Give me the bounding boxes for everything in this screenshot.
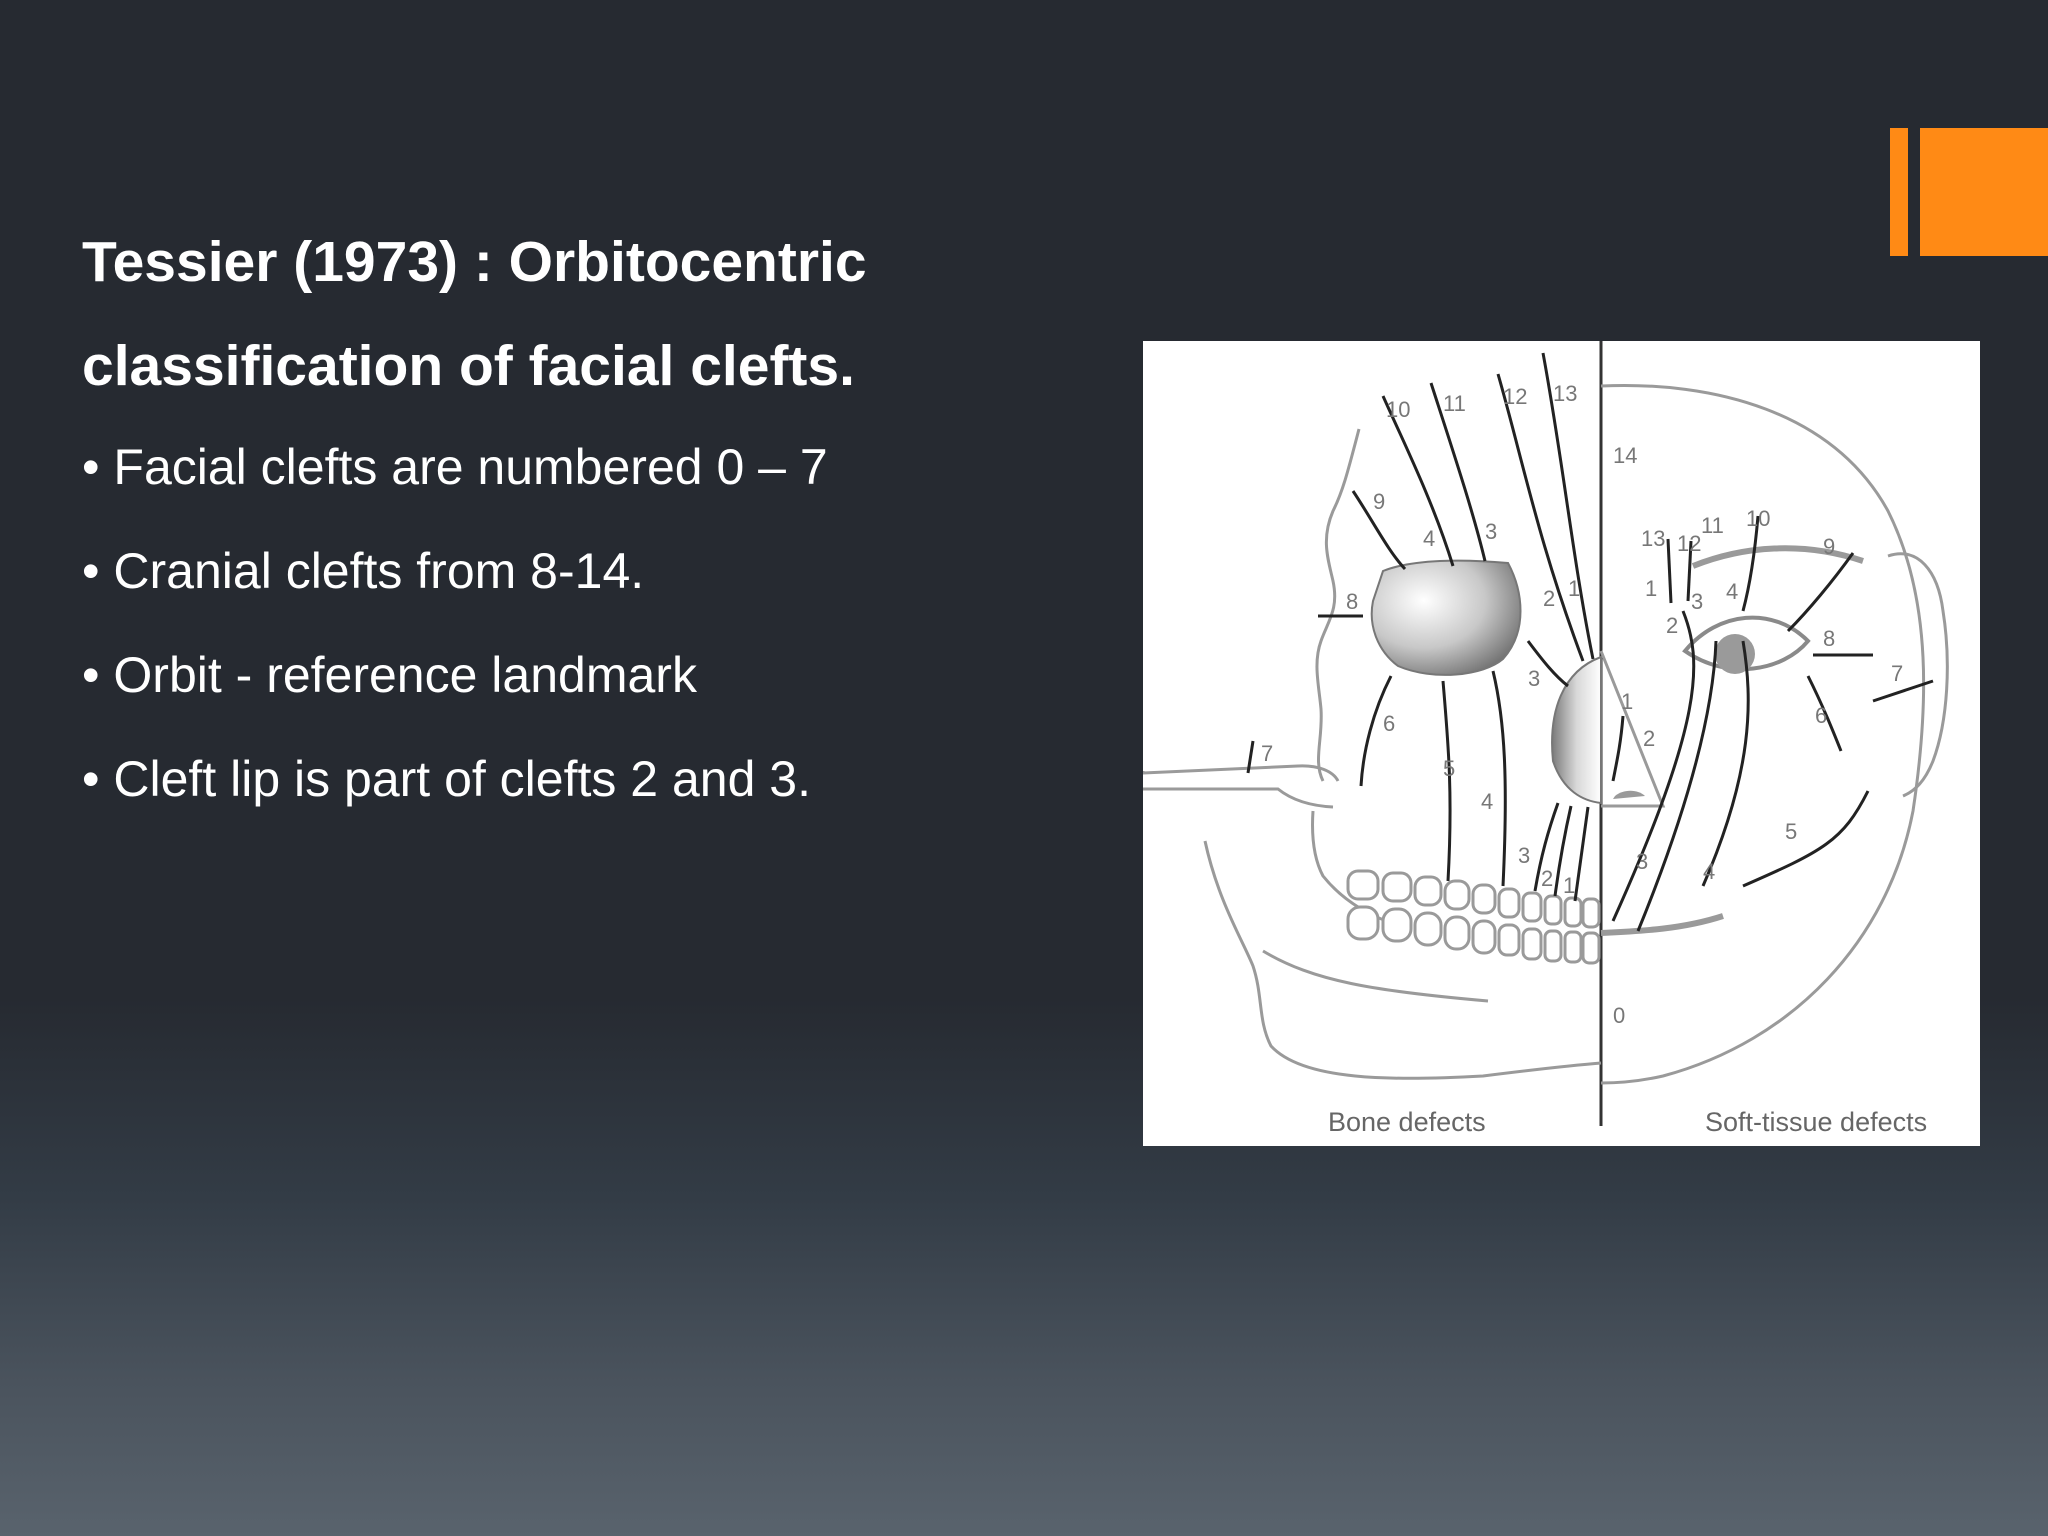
bone-cleft-lines xyxy=(1246,352,1595,902)
bone-label: 2 xyxy=(1543,586,1555,611)
soft-cleft-lines xyxy=(1611,515,1934,932)
soft-label: 4 xyxy=(1703,859,1715,884)
soft-label: 14 xyxy=(1613,443,1637,468)
bone-label: 3 xyxy=(1485,519,1497,544)
slide-title: Tessier (1973) : Orbitocentric classific… xyxy=(82,230,867,398)
soft-label: 1 xyxy=(1645,576,1657,601)
soft-label: 13 xyxy=(1641,526,1665,551)
bone-label: 6 xyxy=(1383,711,1395,736)
caption-bone-defects: Bone defects xyxy=(1328,1107,1486,1137)
bone-label: 9 xyxy=(1373,489,1385,514)
bone-label: 8 xyxy=(1346,589,1358,614)
bone-label: 2 xyxy=(1541,866,1553,891)
bullet-item: Cranial clefts from 8-14. xyxy=(82,519,828,623)
bone-label: 1 xyxy=(1563,873,1575,898)
soft-tissue-defect-labels: 14 13 12 11 10 9 1 3 4 2 8 7 1 6 2 5 3 4… xyxy=(1613,443,1903,1028)
soft-label: 3 xyxy=(1691,589,1703,614)
caption-soft-tissue-defects: Soft-tissue defects xyxy=(1705,1107,1927,1137)
bone-label: 5 xyxy=(1443,756,1455,781)
bone-label: 12 xyxy=(1503,384,1527,409)
face-outline xyxy=(1600,384,1949,1085)
soft-label: 4 xyxy=(1726,579,1738,604)
soft-label: 10 xyxy=(1746,506,1770,531)
tessier-diagram-svg: 10 11 12 13 9 4 3 8 2 1 3 6 5 7 4 3 2 1 … xyxy=(1143,341,1949,1137)
bone-label: 1 xyxy=(1568,576,1580,601)
soft-label: 2 xyxy=(1666,613,1678,638)
soft-label: 5 xyxy=(1785,819,1797,844)
soft-label: 3 xyxy=(1636,849,1648,874)
teeth xyxy=(1346,869,1601,965)
soft-label: 9 xyxy=(1823,534,1835,559)
bone-label: 13 xyxy=(1553,381,1577,406)
accent-bar-thin xyxy=(1890,128,1908,256)
bone-label: 10 xyxy=(1386,397,1410,422)
bone-label: 11 xyxy=(1443,391,1466,416)
nose-outline xyxy=(1599,650,1666,808)
bullet-item: Facial clefts are numbered 0 – 7 xyxy=(82,415,827,519)
mouth xyxy=(1600,913,1724,936)
bone-label: 7 xyxy=(1261,741,1273,766)
accent-bar-block xyxy=(1920,128,2048,256)
soft-label: 1 xyxy=(1621,689,1633,714)
bone-defect-labels: 10 11 12 13 9 4 3 8 2 1 3 6 5 7 4 3 2 1 xyxy=(1261,381,1580,898)
soft-label: 2 xyxy=(1643,726,1655,751)
soft-label: 0 xyxy=(1613,1003,1625,1028)
skull-outline xyxy=(1143,428,1602,1080)
bone-label: 4 xyxy=(1423,526,1435,551)
nostril xyxy=(1613,790,1645,799)
bullet-item: Orbit - reference landmark xyxy=(82,623,828,727)
bone-label: 4 xyxy=(1481,789,1493,814)
bullet-list: Facial clefts are numbered 0 – 7 Cranial… xyxy=(82,415,828,831)
bullet-item: Cleft lip is part of clefts 2 and 3. xyxy=(82,727,828,831)
bone-label: 3 xyxy=(1518,843,1530,868)
nasal-aperture xyxy=(1551,655,1602,805)
soft-label: 7 xyxy=(1891,661,1903,686)
bone-label: 3 xyxy=(1528,666,1540,691)
eyebrow xyxy=(1691,545,1864,569)
soft-label: 6 xyxy=(1815,703,1827,728)
tessier-cleft-diagram: 10 11 12 13 9 4 3 8 2 1 3 6 5 7 4 3 2 1 … xyxy=(1143,341,1980,1146)
orbit-bone xyxy=(1370,559,1522,676)
soft-label: 8 xyxy=(1823,626,1835,651)
soft-label: 11 xyxy=(1701,513,1724,538)
soft-label: 12 xyxy=(1677,531,1701,556)
